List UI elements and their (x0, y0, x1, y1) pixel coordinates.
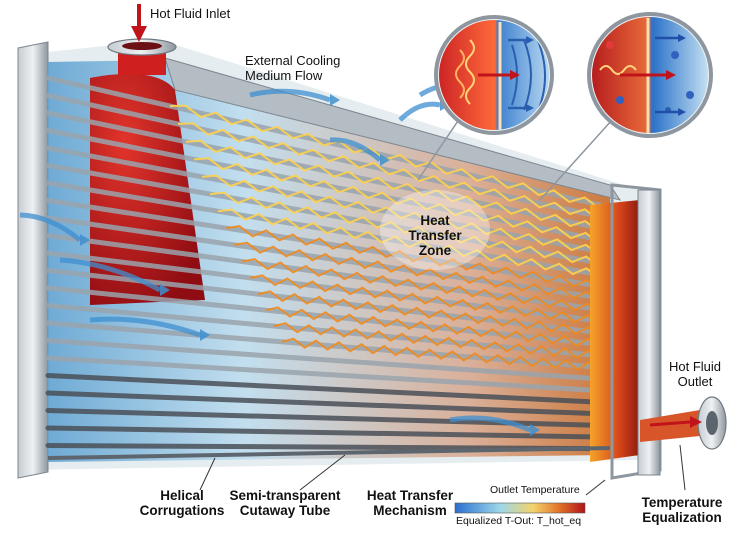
cooling-flow-arrowhead-icon (330, 94, 340, 106)
bottom-tube (47, 446, 611, 460)
outlet-header (590, 200, 640, 462)
callout-leader-right (539, 119, 613, 201)
hot-flow-waves (169, 104, 601, 373)
hot-flow-wave (257, 290, 601, 338)
tube (45, 425, 603, 440)
temperature-equalization-label: Temperature Equalization (641, 495, 723, 526)
leader-helical (199, 457, 216, 491)
hot-flow-wave (209, 191, 601, 268)
tube (45, 198, 603, 289)
cooling-flow-arrowhead-icon (200, 329, 210, 341)
cooling-flow-arrow-icon (59, 257, 162, 293)
heat-transfer-mechanism-label: Heat Transfer Mechanism (366, 488, 454, 519)
tube (45, 373, 603, 405)
leader-temperature-equalization (679, 444, 686, 491)
cooling-flow-arrow-icon (249, 88, 331, 103)
tube (45, 355, 603, 394)
hot-flow-wave (217, 208, 601, 280)
cooling-flow-arrow-icon (329, 137, 382, 162)
hot-flow-wave (185, 139, 601, 233)
cooling-flow-arrow-icon (398, 101, 441, 122)
heat-transfer-zone-glow (380, 190, 490, 270)
cooling-flow-arrow-icon (89, 316, 201, 338)
inlet-bore (122, 42, 162, 50)
hot-flow-wave (225, 225, 601, 291)
helical-corrugations-label: Helical Corrugations (139, 488, 225, 519)
heat-transfer-zone-label: Heat Transfer Zone (408, 213, 462, 259)
hot-flow-wave (265, 306, 601, 349)
semi-transparent-tube-label: Semi-transparent Cutaway Tube (229, 488, 341, 519)
cooling-flow-arrowhead-icon (530, 424, 540, 436)
tube (45, 390, 603, 417)
hot-flow-wave (201, 174, 601, 257)
outlet-bore (706, 411, 718, 435)
inlet-arrowhead-icon (131, 26, 147, 42)
outlet-arrow-icon (649, 420, 691, 427)
hot-flow-wave (273, 322, 601, 361)
cooling-flow-arrow-icon (19, 212, 82, 242)
tube (45, 285, 603, 347)
equalized-t-out-label: Equalized T-Out: T_hot_eq (456, 515, 582, 527)
hot-flow-wave (193, 157, 601, 245)
hot-flow-wave (281, 337, 601, 373)
hot-flow-wave (177, 122, 601, 222)
hot-flow-wave (249, 274, 601, 326)
cooling-flow-arrow-icon (449, 415, 531, 433)
tube (45, 215, 603, 301)
leader-semi (299, 454, 346, 491)
hot-fluid-outlet-label: Hot Fluid Outlet (668, 359, 722, 389)
outlet-temperature-label: Outlet Temperature (490, 484, 580, 496)
legend-leader (585, 479, 606, 496)
right-flange-plate (637, 189, 661, 476)
hot-flow-wave (241, 258, 601, 315)
cooling-flow-arrowhead-icon (80, 234, 90, 246)
tube (45, 75, 603, 208)
tube (45, 338, 603, 382)
temperature-legend-bar (454, 502, 586, 514)
tube (45, 303, 603, 359)
hot-fluid-inlet-label: Hot Fluid Inlet (150, 6, 231, 21)
magnifier-callout-icon (587, 12, 713, 138)
hot-flow-wave (233, 241, 601, 303)
external-cooling-label: External Cooling Medium Flow (245, 53, 341, 83)
magnifier-callout-icon (434, 15, 554, 135)
outlet-pipe (640, 410, 700, 442)
left-tube-sheet (17, 41, 49, 479)
tube (45, 320, 603, 370)
tube (45, 180, 603, 278)
cooling-flow-arrowhead-icon (160, 284, 170, 296)
callout-leader-left (417, 117, 461, 181)
tube (45, 93, 603, 220)
cooling-flow-arrowhead-icon (380, 154, 390, 166)
outlet-arrowhead-icon (690, 416, 702, 428)
